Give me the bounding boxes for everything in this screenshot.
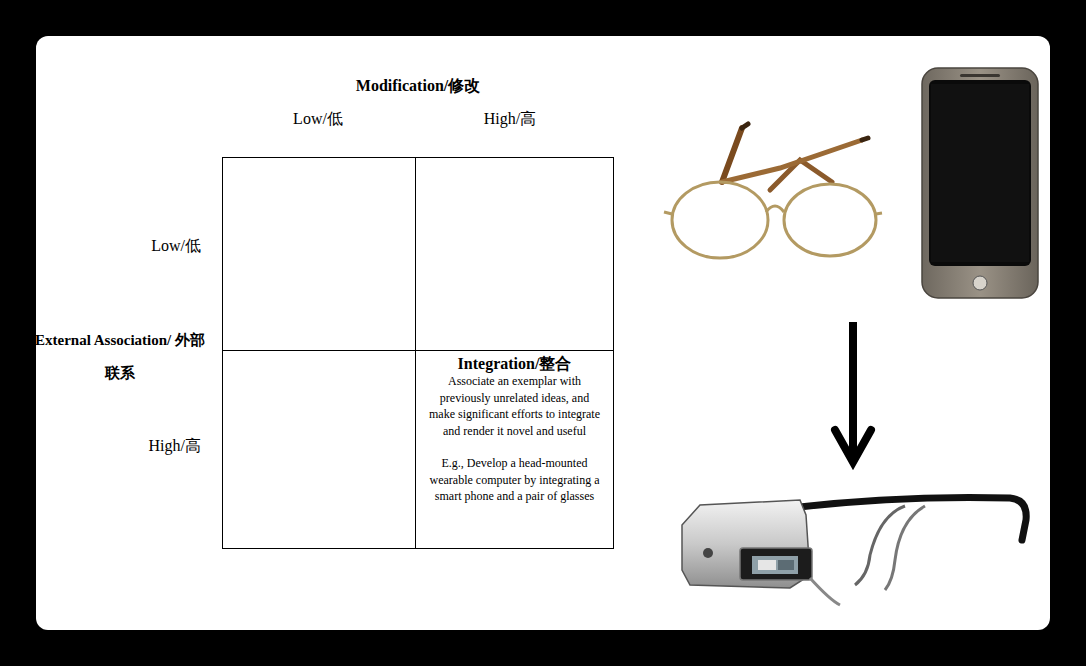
smartphone-picture bbox=[922, 68, 1038, 298]
cell-heading: Integration/整合 bbox=[426, 354, 603, 373]
down-arrow bbox=[835, 322, 871, 462]
axis-value: Low/低 bbox=[258, 109, 378, 129]
axis-title: External Association/ 外部联系 bbox=[30, 324, 210, 390]
axis-title: Modification/修改 bbox=[288, 76, 548, 96]
axis-value: Low/低 bbox=[41, 236, 201, 256]
quadrant-cell: Integration/整合Associate an exemplar with… bbox=[415, 350, 614, 549]
matrix-grid bbox=[223, 158, 614, 549]
axis-value: High/高 bbox=[450, 109, 570, 129]
axis-value: High/高 bbox=[41, 436, 201, 456]
cell-body: Associate an exemplar with previously un… bbox=[426, 373, 603, 439]
glasses-picture bbox=[664, 124, 882, 258]
cell-example: E.g., Develop a head-mounted wearable co… bbox=[426, 455, 603, 505]
head-mounted-computer-picture bbox=[682, 497, 1026, 605]
